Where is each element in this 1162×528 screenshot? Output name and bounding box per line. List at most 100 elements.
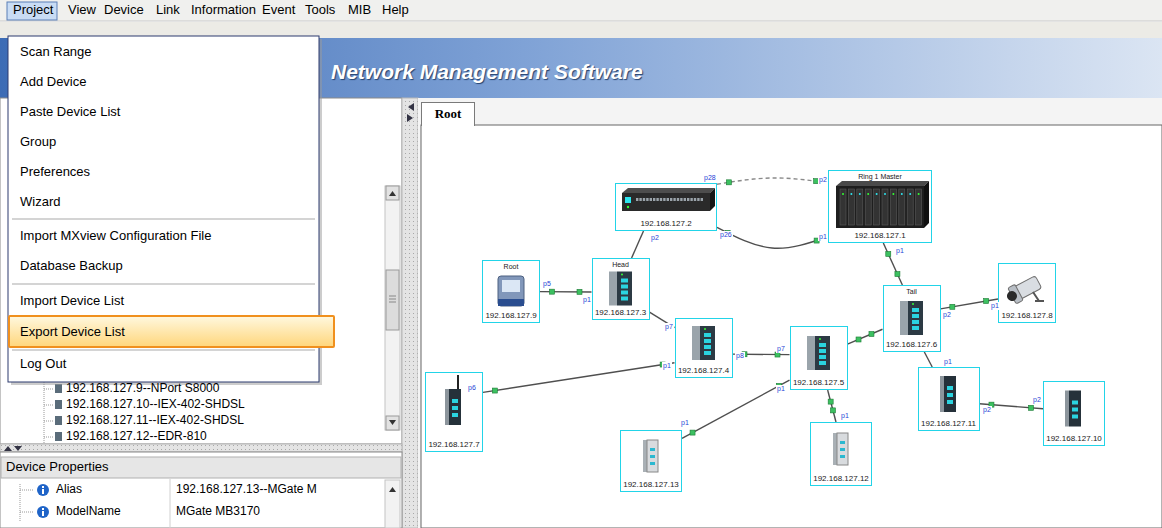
property-panel [0, 452, 402, 528]
splitter [0, 444, 402, 452]
network-link [717, 227, 828, 248]
property-panel [389, 487, 396, 492]
port-label: p1 [895, 247, 905, 255]
banner-title: Network Management Software [331, 60, 643, 83]
menu-title: Project [13, 3, 53, 17]
port-label: p2 [650, 234, 660, 242]
menu-item: Import Device List [20, 294, 124, 308]
property-panel [20, 484, 34, 522]
menu-item: Add Device [20, 75, 86, 89]
link-marker [492, 388, 497, 393]
device-node: Tail192.168.127.6 [883, 285, 941, 352]
tree-panel [55, 384, 62, 393]
port-label: p7 [664, 323, 674, 331]
property-cell: 192.168.127.13--MGate M [176, 483, 317, 496]
menu-item: Log Out [20, 357, 66, 371]
menu-item: Wizard [20, 195, 60, 209]
network-link [682, 380, 790, 438]
device-icon [621, 432, 681, 480]
device-node: 192.168.127.11 [918, 367, 980, 431]
menu-item: Group [20, 135, 56, 149]
property-panel [1, 457, 401, 478]
tree-panel [386, 270, 399, 330]
port-label: p1 [943, 358, 953, 366]
info-icon [37, 484, 49, 496]
menu-item: Scan Range [20, 45, 92, 59]
menu-title: Event [262, 3, 295, 17]
port-label: p6 [467, 384, 477, 392]
port-label: p7 [776, 345, 786, 353]
panel-header: Device Properties [6, 460, 109, 474]
splitter [402, 98, 418, 528]
tree-panel [44, 382, 54, 443]
device-icon [884, 296, 940, 340]
device-icon [811, 424, 871, 474]
device-node: 192.168.127.4 [675, 318, 733, 378]
info-icon [42, 508, 44, 510]
link-marker [726, 180, 731, 185]
info-icon [37, 506, 49, 518]
property-panel [170, 479, 171, 528]
tree-item: 192.168.127.10--IEX-402-SHDSL [66, 398, 245, 411]
ip-address: 192.168.127.10 [1046, 435, 1102, 443]
device-icon [483, 271, 539, 311]
device-node: Ring 1 Master192.168.127.1 [828, 170, 932, 243]
menu-item-highlight: Export Device List [8, 315, 335, 348]
item-text: Root [422, 103, 474, 125]
port-label: p28 [703, 174, 717, 182]
device-icon [829, 181, 931, 231]
ip-address: 192.168.127.2 [640, 220, 691, 228]
tree-panel [386, 186, 399, 200]
ip-address: 192.168.127.13 [623, 481, 679, 489]
menu-title: MIB [348, 3, 371, 17]
network-link [632, 231, 644, 258]
info-icon [42, 486, 44, 488]
port-label: p1 [818, 233, 828, 241]
port-label: p8 [735, 352, 745, 360]
topology-pane [418, 98, 1162, 528]
ip-address: 192.168.127.4 [678, 367, 729, 375]
network-link [717, 178, 828, 184]
network-link [848, 329, 883, 344]
menu-title: Device [104, 3, 144, 17]
port-label: p2 [942, 311, 952, 319]
device-node: Root192.168.127.9 [482, 260, 540, 323]
device-icon [999, 265, 1055, 311]
device-node: 192.168.127.5 [790, 326, 848, 390]
menu-title: View [68, 3, 96, 17]
network-link [540, 291, 592, 293]
ip-address: 192.168.127.12 [813, 475, 869, 483]
device-node: 192.168.127.2 [615, 183, 717, 231]
splitter [4, 446, 22, 451]
device-node: 192.168.127.13 [620, 430, 682, 492]
port-label: p2 [982, 406, 992, 414]
ip-address: 192.168.127.5 [793, 379, 844, 387]
property-cell: Alias [56, 483, 82, 496]
info-icon [37, 484, 49, 496]
port-label: p1 [990, 302, 1000, 310]
link-marker [886, 251, 891, 256]
link-marker [690, 430, 695, 435]
ip-address: 192.168.127.7 [428, 441, 479, 449]
menu-item: Preferences [20, 165, 90, 179]
ip-address: 192.168.127.11 [921, 420, 976, 428]
ip-address: 192.168.127.8 [1001, 312, 1052, 320]
tree-panel [55, 432, 62, 441]
device-role: Ring 1 Master [858, 173, 902, 180]
menu-item: Paste Device List [20, 105, 120, 119]
tree-panel [389, 420, 396, 425]
tree-panel [55, 384, 62, 441]
network-link [828, 390, 836, 422]
info-icon [42, 489, 44, 494]
device-node: 192.168.127.12 [810, 422, 872, 486]
port-label: p1 [582, 296, 592, 304]
menu-title: Link [156, 3, 180, 17]
device-role: Root [504, 263, 519, 270]
network-link [483, 363, 675, 393]
topology-pane [421, 125, 1162, 528]
view-tab: Root [421, 102, 475, 126]
menu-item: Import MXview Configuration File [20, 229, 211, 243]
network-link [924, 352, 932, 367]
link-marker [775, 352, 780, 357]
